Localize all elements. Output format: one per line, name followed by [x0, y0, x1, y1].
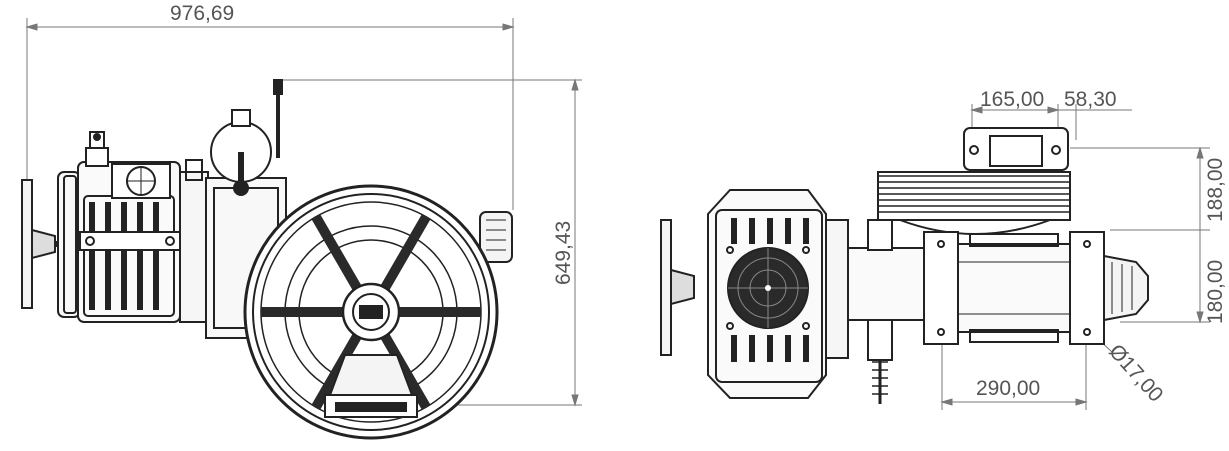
overall-height-label: 649,43	[552, 221, 575, 285]
motor-top-fins	[731, 218, 809, 244]
left-dimension-lines	[25, 18, 582, 407]
sheave-grooves	[878, 175, 1070, 213]
base-width-label: 290,00	[976, 377, 1040, 400]
bottom-spring	[872, 360, 888, 404]
upper-height-label: 188,00	[1204, 158, 1227, 222]
motor-bottom-fins	[731, 335, 809, 362]
pulley-width-label: 165,00	[980, 88, 1044, 111]
offset-label: 58,30	[1064, 88, 1117, 111]
overall-width-label: 976,69	[170, 2, 234, 25]
motor-fins	[89, 202, 159, 310]
bolt-diameter-label: Ø17,00	[1104, 340, 1167, 407]
left-view-machine	[21, 79, 513, 440]
right-view-machine	[660, 127, 1149, 404]
right-dimension-lines	[940, 104, 1210, 410]
lower-height-label: 180,00	[1204, 260, 1227, 324]
